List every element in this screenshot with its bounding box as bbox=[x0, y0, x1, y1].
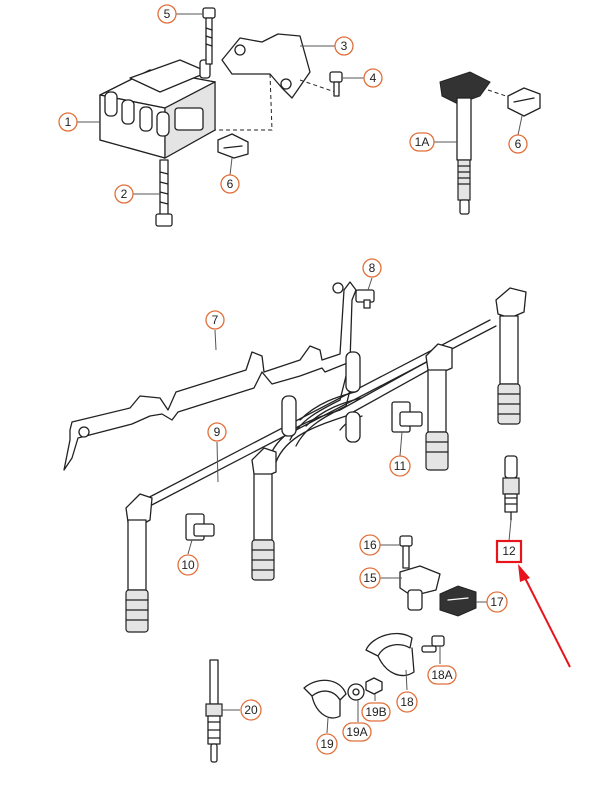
bolt-part bbox=[155, 159, 173, 227]
spark-plug-part bbox=[502, 455, 520, 521]
clamp-part bbox=[365, 633, 415, 677]
spark-plug-boot-part bbox=[495, 287, 527, 425]
bolt-part bbox=[399, 535, 413, 569]
callout-6: 6 bbox=[220, 174, 240, 194]
callout-16: 16 bbox=[359, 534, 381, 556]
callout-19b: 19B bbox=[361, 702, 391, 722]
callout-2: 2 bbox=[114, 184, 134, 204]
connector-part bbox=[439, 585, 477, 617]
nut-part bbox=[365, 677, 383, 695]
callout-4: 4 bbox=[363, 68, 383, 88]
callout-9: 9 bbox=[207, 422, 227, 442]
callout-17: 17 bbox=[486, 591, 508, 613]
svg-text:8: 8 bbox=[369, 261, 376, 275]
callout-12-highlighted: 12 bbox=[495, 539, 523, 564]
svg-text:20: 20 bbox=[244, 703, 258, 717]
spark-plug-boot-part bbox=[425, 343, 453, 471]
svg-text:6: 6 bbox=[227, 177, 234, 191]
callout-7: 7 bbox=[205, 310, 225, 330]
wire-boot-part bbox=[281, 351, 361, 443]
svg-text:2: 2 bbox=[121, 187, 128, 201]
svg-text:18A: 18A bbox=[431, 668, 452, 682]
callout-19: 19 bbox=[316, 733, 338, 755]
ignition-coil-part bbox=[99, 59, 216, 160]
svg-text:5: 5 bbox=[164, 7, 171, 21]
svg-text:9: 9 bbox=[214, 425, 221, 439]
washer-part bbox=[347, 683, 365, 701]
clamp-part bbox=[303, 679, 347, 719]
cable-cover-part bbox=[63, 281, 357, 471]
bolt-part bbox=[355, 289, 375, 309]
callout-8: 8 bbox=[362, 258, 382, 278]
svg-text:11: 11 bbox=[394, 459, 407, 473]
callout-6: 6 bbox=[508, 134, 528, 154]
callout-15: 15 bbox=[359, 567, 381, 589]
red-pointer-arrow bbox=[518, 564, 571, 668]
svg-text:12: 12 bbox=[502, 544, 516, 558]
coil-bracket-part bbox=[215, 33, 336, 131]
wire-holder-part bbox=[185, 513, 215, 541]
svg-text:19B: 19B bbox=[365, 705, 386, 719]
bolt-part bbox=[329, 71, 343, 97]
callout-18a: 18A bbox=[427, 665, 457, 685]
svg-text:4: 4 bbox=[370, 71, 377, 85]
bolt-part bbox=[202, 7, 216, 65]
spark-plug-boot-part bbox=[251, 447, 277, 581]
svg-text:15: 15 bbox=[363, 571, 377, 585]
spark-plug-boot-part bbox=[125, 493, 153, 633]
svg-text:7: 7 bbox=[212, 313, 219, 327]
callout-1a: 1A bbox=[409, 132, 435, 152]
callout-20: 20 bbox=[240, 699, 262, 721]
connector-part bbox=[217, 133, 249, 159]
callout-1: 1 bbox=[58, 112, 78, 132]
svg-text:19: 19 bbox=[320, 737, 334, 751]
wire-holder-part bbox=[391, 401, 423, 433]
svg-text:19A: 19A bbox=[346, 725, 367, 739]
callout-5: 5 bbox=[157, 4, 177, 24]
svg-text:18: 18 bbox=[400, 695, 414, 709]
callout-3: 3 bbox=[334, 36, 354, 56]
svg-text:1: 1 bbox=[65, 115, 72, 129]
glow-plug-part bbox=[205, 659, 223, 763]
sensor-part bbox=[399, 565, 441, 611]
svg-text:3: 3 bbox=[341, 39, 348, 53]
svg-text:6: 6 bbox=[515, 137, 522, 151]
callout-18: 18 bbox=[396, 691, 418, 713]
leader-lines bbox=[77, 13, 523, 734]
bolt-part bbox=[421, 635, 445, 653]
callout-19a: 19A bbox=[342, 722, 372, 742]
svg-text:17: 17 bbox=[490, 595, 504, 609]
callout-10: 10 bbox=[177, 554, 199, 576]
pencil-coil-part bbox=[439, 71, 507, 215]
svg-text:16: 16 bbox=[363, 538, 377, 552]
svg-text:10: 10 bbox=[181, 558, 195, 572]
svg-text:1A: 1A bbox=[415, 135, 430, 149]
connector-part bbox=[507, 87, 541, 117]
callout-11: 11 bbox=[389, 455, 411, 477]
